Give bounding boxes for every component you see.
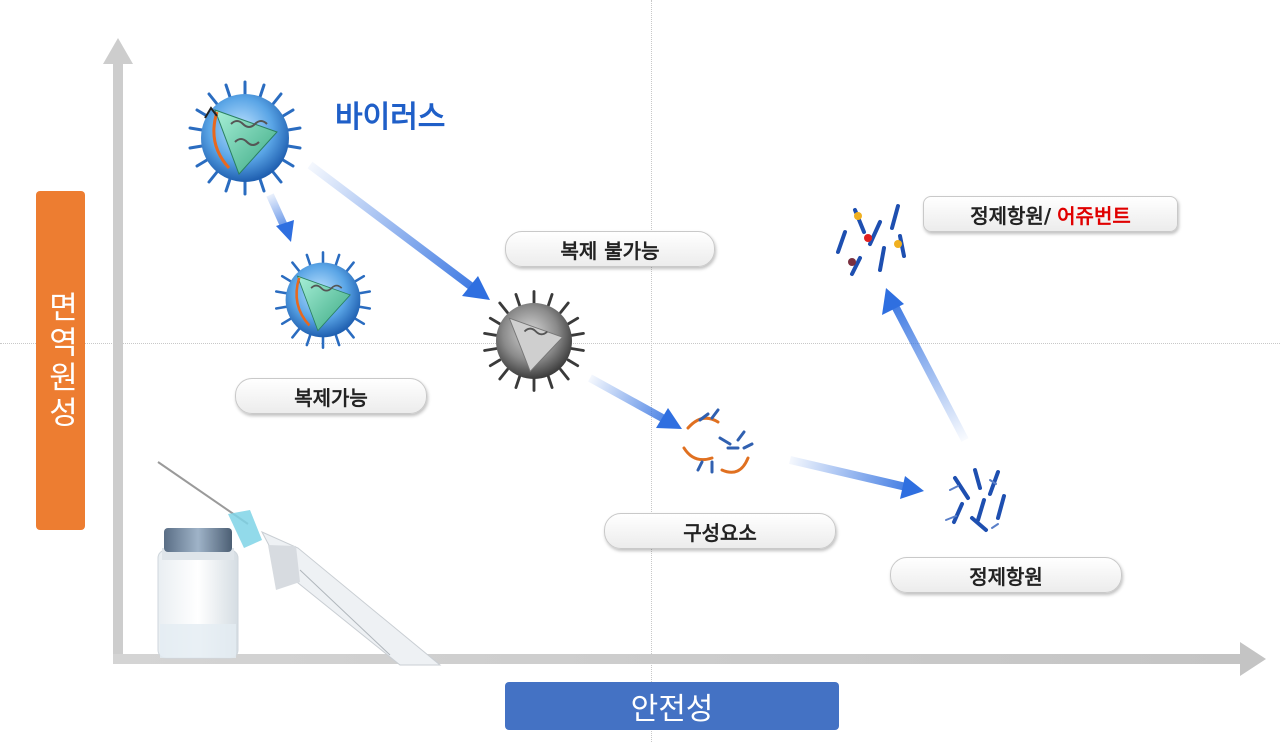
antigen-adjuvant-icon bbox=[836, 204, 906, 276]
virus-label: 바이러스 bbox=[335, 100, 446, 135]
components-label: 구성요소 bbox=[604, 513, 836, 549]
arrow-antigen-to-adjuvant bbox=[882, 288, 969, 442]
y-axis-title: 면역원성 bbox=[36, 191, 85, 530]
guide-line-vertical bbox=[651, 0, 652, 742]
replicable-virus-icon bbox=[274, 251, 372, 349]
x-axis bbox=[113, 642, 1266, 676]
vaccine-vial-syringe-icon bbox=[157, 461, 442, 666]
components-label-text: 구성요소 bbox=[683, 520, 757, 545]
inactivated-virus-icon bbox=[483, 290, 585, 392]
replicable-label-text: 복제가능 bbox=[294, 385, 368, 410]
arrow-components-to-antigen bbox=[789, 456, 924, 499]
purified-antigen-adjuvant-label: 정제항원/ 어쥬번트 bbox=[923, 196, 1178, 232]
purified-antigen-icon bbox=[945, 468, 1006, 532]
purified-antigen-label-text: 정제항원 bbox=[969, 564, 1043, 589]
arrow-virus-to-replicable bbox=[266, 193, 294, 242]
arrow-virus-to-inactivated bbox=[307, 161, 490, 300]
non-replicable-label: 복제 불가능 bbox=[505, 231, 715, 267]
y-axis bbox=[103, 38, 133, 662]
non-replicable-label-text: 복제 불가능 bbox=[560, 238, 660, 263]
adjuvant-text: 어쥬번트 bbox=[1057, 203, 1131, 228]
virus-icon bbox=[188, 80, 302, 196]
guide-line-horizontal bbox=[0, 343, 1280, 344]
purified-antigen-label: 정제항원 bbox=[890, 557, 1122, 593]
components-icon bbox=[682, 408, 754, 474]
arrow-inactivated-to-components bbox=[588, 374, 682, 429]
purified-antigen-adjuvant-text: 정제항원/ bbox=[970, 203, 1052, 228]
replicable-label: 복제가능 bbox=[235, 378, 427, 414]
x-axis-title: 안전성 bbox=[505, 682, 839, 730]
